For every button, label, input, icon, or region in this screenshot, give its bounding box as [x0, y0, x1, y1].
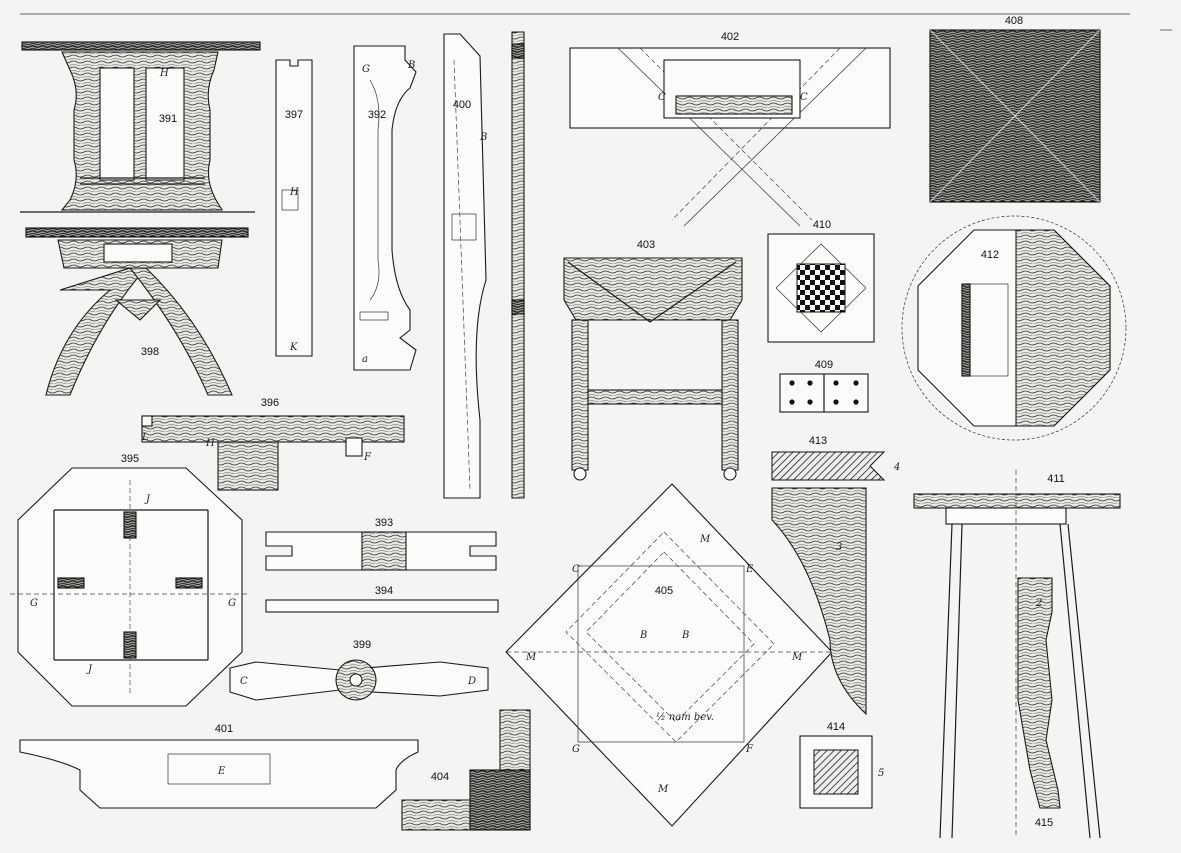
figure-number: 409 [815, 359, 833, 371]
side-number: 3 [836, 542, 842, 553]
figure-408: 408 [929, 15, 1101, 203]
figure-401: 401 E [19, 723, 419, 809]
side-number: 2 [1035, 598, 1042, 609]
side-number: 4 [893, 462, 900, 473]
svg-text:K: K [289, 342, 298, 353]
figure-400: 400 B [443, 33, 487, 499]
figure-411: 411 [913, 470, 1121, 839]
figure-403: 403 [563, 239, 743, 481]
figure-number: 391 [159, 113, 177, 125]
figure-393: 393 [265, 517, 497, 571]
figure-number: 411 [1047, 473, 1065, 485]
figure-number: 412 [981, 249, 999, 261]
svg-text:J: J [86, 664, 93, 675]
figure-410: 410 [767, 219, 875, 343]
figure-412: 412 [901, 215, 1127, 441]
figure-number: 405 [655, 585, 673, 597]
figure-396: 396 L H F [141, 397, 405, 491]
figure-number: 414 [827, 721, 845, 733]
figure-392: 392 G B a [353, 45, 417, 371]
side-number: 5 [878, 768, 884, 779]
figure-399: 399 C D [229, 639, 489, 701]
figure-395: 395 G G J J [10, 453, 250, 707]
svg-text:C: C [240, 676, 248, 687]
svg-text:D: D [467, 676, 476, 687]
svg-text:C: C [572, 564, 580, 575]
svg-text:M: M [657, 784, 669, 795]
svg-text:G: G [572, 744, 580, 755]
figure-number: 393 [375, 517, 393, 529]
figure-397: 397 K H [275, 59, 313, 357]
svg-text:F: F [363, 452, 372, 463]
figure-405: 405 ½ nam bev. B B M M M M C E G F [505, 483, 833, 827]
fig405-note: ½ nam bev. [656, 712, 714, 723]
figure-398: 398 [25, 227, 249, 396]
figure-number: 394 [375, 585, 393, 597]
turned-leg-profile [511, 31, 525, 499]
svg-text:B: B [639, 630, 647, 641]
svg-text:M: M [699, 534, 711, 545]
figure-394: 394 [265, 585, 499, 613]
svg-text:G: G [228, 598, 236, 609]
figure-number: 396 [261, 397, 279, 409]
figure-number: 415 [1035, 817, 1053, 829]
figure-number: 395 [121, 453, 139, 465]
svg-text:a: a [362, 354, 368, 365]
figure-number: 397 [285, 109, 303, 121]
figure-number: 399 [353, 639, 371, 651]
svg-text:H: H [289, 187, 299, 198]
figure-number: 413 [809, 435, 827, 447]
svg-text:M: M [791, 652, 803, 663]
figure-402: 402 C C [569, 31, 891, 227]
svg-text:J: J [144, 494, 151, 505]
figure-number: 410 [813, 219, 831, 231]
figure-number: 400 [453, 99, 471, 111]
svg-text:B: B [681, 630, 689, 641]
figure-415: 415 2 [1017, 577, 1061, 829]
svg-text:E: E [217, 766, 226, 777]
svg-text:B: B [479, 132, 487, 143]
svg-text:H: H [205, 438, 215, 449]
svg-text:M: M [525, 652, 537, 663]
svg-text:E: E [745, 564, 754, 575]
figure-number: 392 [368, 109, 386, 121]
figure-number: 404 [431, 771, 449, 783]
svg-text:C: C [800, 92, 808, 103]
figure-number: 398 [141, 346, 159, 358]
figure-number: 401 [215, 723, 233, 735]
svg-text:G: G [30, 598, 38, 609]
figure-414: 414 5 [799, 721, 884, 809]
svg-text:F: F [745, 744, 754, 755]
svg-text:H: H [159, 68, 169, 79]
svg-text:C: C [658, 92, 666, 103]
figure-number: 408 [1005, 15, 1023, 27]
figure-number: 402 [721, 31, 739, 43]
figure-413: 413 4 3 [771, 435, 900, 716]
svg-text:L: L [141, 432, 149, 443]
svg-text:G: G [362, 64, 370, 75]
svg-text:B: B [407, 60, 415, 71]
figure-number: 403 [637, 239, 655, 251]
figure-391: 391 H [20, 41, 261, 213]
figure-404: 404 [401, 709, 531, 831]
figure-409: 409 [779, 359, 869, 413]
